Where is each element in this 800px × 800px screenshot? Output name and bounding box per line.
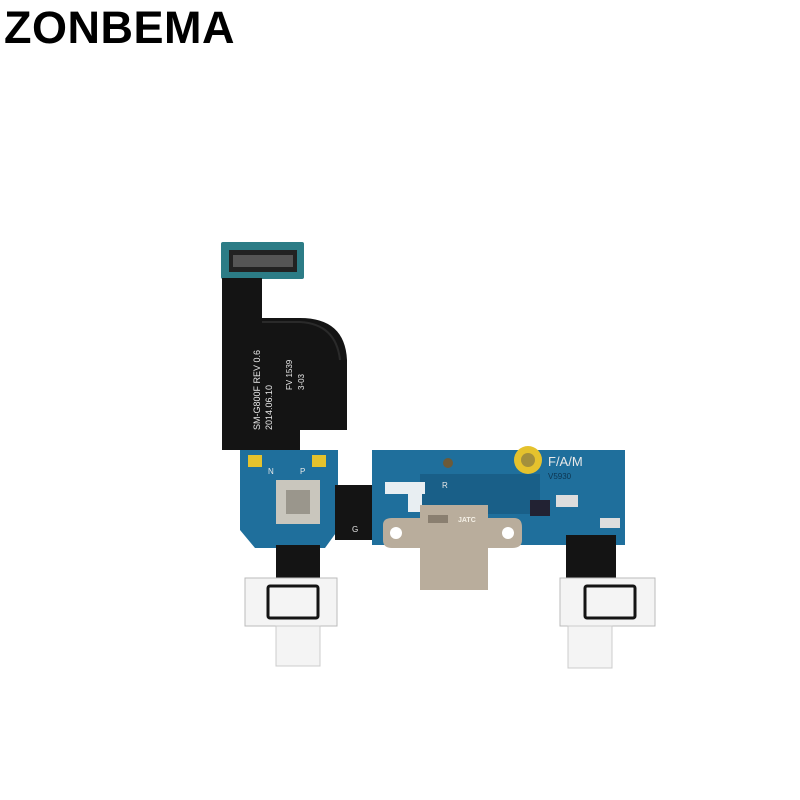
small-flex	[335, 485, 375, 540]
svg-text:2014.06.10: 2014.06.10	[264, 385, 274, 430]
svg-text:SM-G800F REV 0.6: SM-G800F REV 0.6	[252, 350, 262, 430]
right-key-bracket	[559, 535, 656, 669]
usb-port: JATC	[383, 505, 522, 590]
svg-text:JATC: JATC	[458, 517, 476, 524]
svg-text:V5930: V5930	[548, 472, 572, 481]
top-connector	[221, 242, 304, 279]
svg-text:FV 1539: FV 1539	[285, 359, 294, 390]
flex-silkscreen: SM-G800F REV 0.6 2014.06.10 FV 1539 3-03	[252, 350, 306, 430]
svg-text:F/A/M: F/A/M	[548, 454, 583, 469]
left-key-bracket	[244, 545, 338, 667]
svg-text:N: N	[268, 467, 274, 476]
flex-cable	[222, 278, 347, 450]
svg-text:R: R	[442, 481, 448, 490]
svg-text:P: P	[300, 467, 305, 476]
mic-board: N P	[240, 450, 338, 548]
svg-text:3-03: 3-03	[297, 373, 306, 390]
svg-text:G: G	[352, 525, 358, 534]
brand-watermark: ZONBEMA	[4, 2, 235, 53]
